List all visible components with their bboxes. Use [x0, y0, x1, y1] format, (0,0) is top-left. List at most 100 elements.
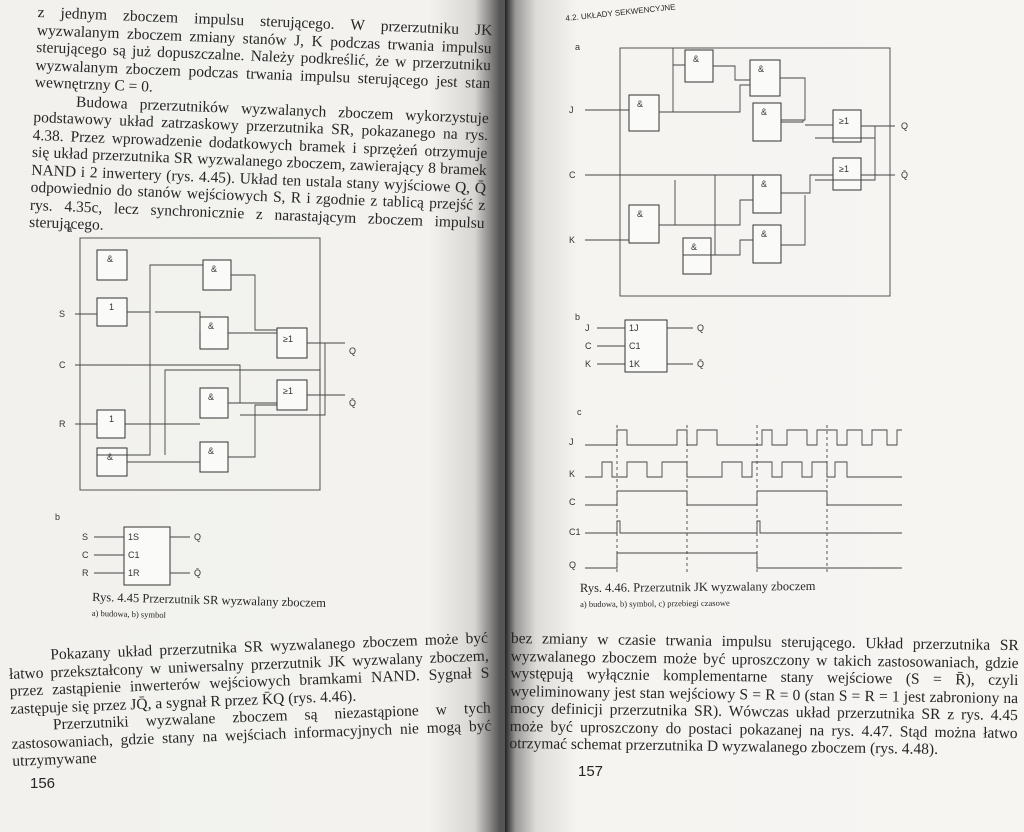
diagram-line: [628, 204, 660, 244]
output-qn-label: Q̄: [349, 398, 356, 408]
label-a: a: [67, 224, 72, 234]
nand-gate: &: [752, 174, 782, 214]
input-r-label: R: [59, 419, 66, 429]
or-gate: ≥1: [276, 379, 308, 411]
nand-gate: &: [96, 447, 128, 477]
diagram-label: 1J: [629, 323, 639, 333]
diagram-line: [96, 447, 128, 477]
right-text: bez zmiany w czasie trwania impulsu ster…: [509, 630, 1019, 760]
diagram-label: S: [82, 532, 88, 542]
signal-j-label: J: [569, 437, 574, 447]
page-number: 156: [30, 775, 56, 792]
nand-gate: &: [684, 49, 714, 83]
diagram-label: C: [569, 170, 576, 180]
diagram-label: 1K: [629, 359, 640, 369]
inverter: 1: [96, 409, 126, 439]
waveform-j: [585, 429, 902, 446]
diagram-label: &: [107, 452, 113, 462]
diagram-label: Q: [194, 532, 201, 542]
nand-gate: &: [682, 237, 712, 275]
diagram-label: ≥1: [283, 386, 293, 396]
diagram-label: &: [693, 54, 699, 64]
diagram-label: &: [637, 209, 643, 219]
diagram-line: [616, 425, 828, 575]
nand-gate: &: [199, 441, 229, 473]
diagram-line: [624, 319, 668, 373]
diagram-line: [199, 316, 229, 350]
diagram-line: [199, 441, 229, 473]
diagram-label: ≥1: [839, 116, 849, 126]
diagram-line: [682, 237, 712, 275]
diagram-line: [832, 157, 862, 191]
diagram-label: ≥1: [283, 334, 293, 344]
diagram-label: ≥1: [839, 164, 849, 174]
jk-flipflop-schematic: a & & & & ≥1 ≥1 & & & & J C K Q Q̄ b: [569, 42, 908, 322]
signal-c-label: C: [569, 497, 576, 507]
nand-gate: &: [752, 102, 782, 142]
diagram-line: [752, 224, 782, 264]
nand-gate: &: [199, 316, 229, 350]
nand-gate: &: [752, 224, 782, 264]
diagram-label: Q̄: [901, 170, 908, 180]
diagram-line: [96, 249, 128, 281]
nand-gate: &: [202, 259, 232, 291]
output-q-label: Q: [349, 346, 356, 356]
waveform-c1: [585, 520, 902, 534]
diagram-label: &: [761, 229, 767, 239]
diagram-line: [96, 297, 128, 327]
diagram-line: [199, 387, 229, 419]
diagram-line: [619, 47, 891, 297]
diagram-line: [276, 327, 308, 359]
diagram-label: K: [569, 235, 575, 245]
diagram-line: [628, 94, 660, 132]
diagram-label: &: [208, 321, 214, 331]
diagram-label: &: [758, 64, 764, 74]
diagram-label: 1: [109, 414, 114, 424]
inverter: 1: [96, 297, 128, 327]
diagram-label: C1: [128, 550, 140, 560]
figure-caption: Rys. 4.46. Przerzutnik JK wyzwalany zboc…: [579, 578, 816, 610]
diagram-label: &: [208, 446, 214, 456]
nand-gate: &: [628, 94, 660, 132]
right-page: 4.2. UKŁADY SEKWENCYJNE a & & & & ≥1 ≥1 …: [505, 0, 1024, 832]
signal-c1-label: C1: [569, 527, 581, 537]
diagram-label: J: [585, 323, 590, 333]
diagram-label: &: [107, 254, 113, 264]
input-c-label: C: [59, 360, 66, 370]
left-text-top: z jednym zboczem impulsu sterującego. W …: [29, 4, 493, 250]
diagram-line: [75, 264, 345, 463]
diagram-label: &: [761, 179, 767, 189]
or-gate: ≥1: [276, 327, 308, 359]
input-s-label: S: [59, 309, 65, 319]
diagram-line: [752, 174, 782, 214]
diagram-label: 1S: [128, 532, 139, 542]
figure-caption: Rys. 4.45 Przerzutnik SR wyzwalany zbocz…: [91, 589, 327, 620]
page-number: 157: [578, 763, 604, 780]
left-page: z jednym zboczem impulsu sterującego. W …: [0, 0, 505, 832]
signal-k-label: K: [569, 469, 575, 479]
diagram-line: [123, 526, 171, 586]
diagram-line: [276, 379, 308, 411]
or-gate: ≥1: [832, 157, 862, 191]
diagram-label: K: [585, 359, 591, 369]
diagram-label: Q̄: [194, 568, 201, 578]
diagram-label: C: [585, 341, 592, 351]
diagram-label: R: [82, 568, 89, 578]
or-gate: ≥1: [832, 109, 862, 143]
paragraph: bez zmiany w czasie trwania impulsu ster…: [509, 630, 1019, 758]
frame: [79, 237, 321, 491]
diagram-label: &: [211, 264, 217, 274]
signal-q-label: Q: [569, 560, 576, 570]
nand-gate: &: [749, 59, 781, 97]
diagram-label: C: [82, 550, 89, 560]
diagram-label: Q: [901, 121, 908, 131]
diagram-line: [597, 327, 693, 365]
diagram-label: c: [577, 407, 582, 417]
diagram-label: &: [761, 107, 767, 117]
diagram-line: [749, 59, 781, 97]
diagram-line: [94, 536, 190, 574]
diagram-label: &: [208, 392, 214, 402]
diagram-line: [752, 102, 782, 142]
